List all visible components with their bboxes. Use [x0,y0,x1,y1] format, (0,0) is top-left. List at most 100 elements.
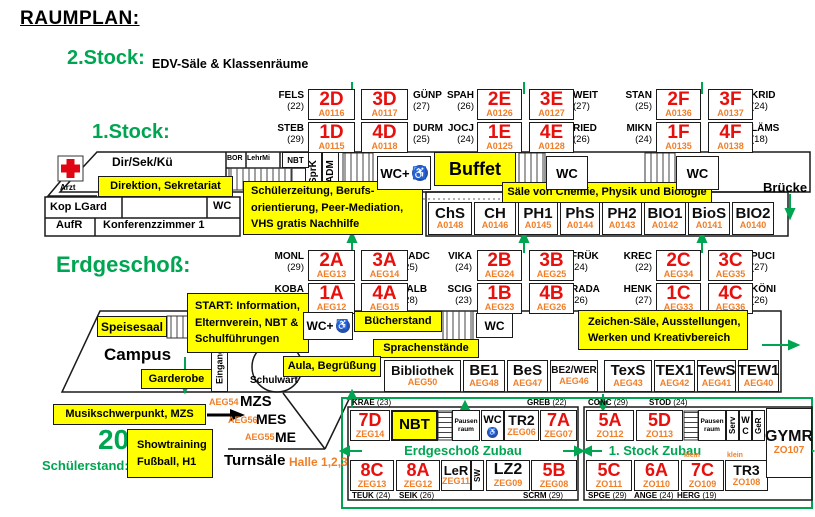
room-code: A0115 [318,141,345,152]
room-code: AEG42 [659,377,690,388]
note-line: Buffet [449,158,501,179]
room-number-label: 1C [666,282,691,304]
teacher-label: BADC(25) [401,251,445,273]
room-code: A0125 [486,141,513,152]
zubau-title: Erdgeschoß Zubau [404,443,522,458]
room-code: A0128 [538,141,565,152]
room-capacity: (24) [457,133,474,145]
note-line: Fußball, H1 [137,455,197,468]
note-line: Schülerzeitung, Berufs- [251,185,375,198]
zubau-title: 1. Stock Zubau [608,443,702,458]
plan-label: ME [275,429,296,445]
room-number-label: 1F [667,121,690,143]
room-number-label: 5B [542,460,566,481]
room-code: AEG25 [536,269,567,280]
teacher-code: CONC [588,398,612,407]
room-capacity: (25) [401,261,418,273]
room-number-label: 2C [666,249,691,271]
room-capacity: (24) [635,133,652,145]
note-line: Schulführungen [195,333,280,346]
teacher-code: STAN [625,90,652,101]
room-code: ZO113 [645,428,674,439]
room-number-label: 8C [360,460,384,481]
room-code: A0145 [524,220,552,231]
room-number-label: TR2 [508,412,535,429]
room-number-label: BIO1 [647,204,683,222]
floor1-heading: 1.Stock: [92,121,170,143]
teacher-label: FRÜK(24) [571,251,615,273]
room-code: A0148 [436,220,464,231]
room-capacity: (22) [287,100,304,112]
room-code: AEG43 [613,377,643,388]
room-code: AEG23 [484,302,515,313]
room-number-label: BE2/WER [551,365,597,377]
room-code: AEG47 [512,377,543,388]
teacher-code: ANGE [634,491,658,500]
wc-label: WC [483,413,502,426]
teacher-label: CONC (29) [588,398,628,407]
wc-box: WC [476,313,513,338]
room-number-label: 3C [718,249,743,271]
room-code: ZEG11 [442,476,471,487]
wc-label: WC [484,318,505,333]
room-code: ZEG09 [493,477,523,488]
stacked-label-line: raum [458,425,474,433]
room-number-label: 4B [539,282,564,304]
plan-label: Turnsäle [224,452,286,469]
plan-label: AEG54 [209,397,239,407]
room-capacity: (26) [571,294,588,306]
room-number-label: TEW1 [737,362,780,380]
wheelchair-icon: ♿ [487,426,498,438]
highlight-note: Speisesaal [97,316,167,337]
room-capacity: (18) [751,133,768,145]
teacher-code: LÄMS [751,123,780,134]
room-number-label: TewS [697,362,736,380]
wc-box: WC♿ [481,410,504,441]
room-capacity: (23) [455,294,472,306]
room-number-label: 5C [597,460,621,481]
room-number-label: ChS [435,204,465,222]
room-number-label: PH1 [523,204,553,222]
room-number-label: 3B [539,249,564,271]
teacher-label: TEUK (24) [352,491,390,500]
room-capacity: (24) [657,491,674,500]
teacher-label: SCIG(23) [428,284,472,306]
room-number-label: 1E [487,121,512,143]
teacher-code: SPGE [588,491,611,500]
room-code: A0137 [717,108,744,119]
teacher-code: STEB [277,123,304,134]
room-capacity: (24) [751,100,768,112]
room-number-label: CH [484,204,506,222]
room-number-label: TEX1 [655,362,694,380]
teacher-code: GÜNP [413,90,442,101]
room-number-label: PH2 [607,204,637,222]
wc-label: WC [686,165,709,181]
wc-box: WC [676,156,719,190]
room-number-label: GYMR [765,428,813,446]
room-number-label: LeR [443,462,469,478]
teacher-code: MONL [274,251,304,262]
teacher-label: KRAE (23) [352,398,391,407]
room-code: A0141 [695,220,723,231]
teacher-code: KÖNI [751,284,776,295]
room-capacity: (27) [573,100,590,112]
note-line: orientierung, Peer-Mediation, [251,201,404,214]
teacher-code: JOCJ [447,123,474,134]
first-aid-cross-icon [57,155,84,182]
